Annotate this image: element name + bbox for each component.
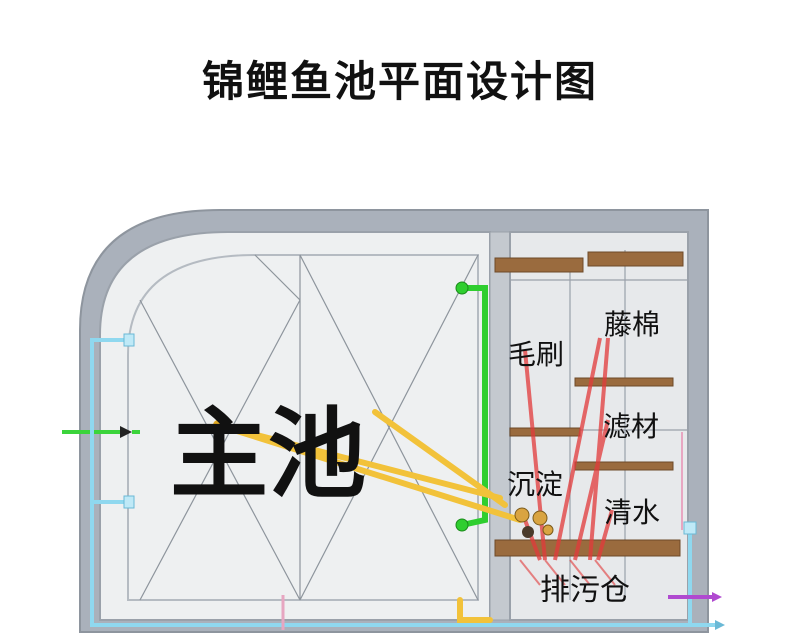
inlet-pipe-fitting-top [455, 281, 469, 295]
sponge-label: 藤棉 [604, 308, 660, 341]
valve-cluster [514, 507, 554, 538]
page-title: 锦鲤鱼池平面设计图 [201, 57, 598, 106]
bottom-drain-pipes [215, 409, 523, 623]
media-label: 滤材 [603, 410, 659, 443]
pipe-fitting-left-mid [123, 495, 135, 509]
outlet-arrow [668, 592, 722, 602]
pipe-fitting-right [683, 521, 697, 535]
clear-water-label: 清水 [604, 496, 660, 529]
settling-label: 沉淀 [507, 468, 563, 501]
drain-bay-label: 排污仓 [540, 573, 630, 608]
main-pool-panel-lines [139, 254, 479, 601]
brush-label: 毛刷 [508, 338, 564, 371]
divider-wall [489, 231, 511, 621]
drain-outlet-arrow [690, 620, 725, 630]
bottom-drain-main [213, 420, 223, 430]
inlet-pipe-fitting-bottom [455, 518, 469, 532]
filter-shelves [494, 251, 684, 557]
main-pool-floor [99, 231, 491, 621]
pipe-fitting-left-top [123, 333, 135, 347]
main-pool-label: 主池 [170, 398, 366, 512]
drain-bay-hatching [519, 559, 616, 586]
inlet-pipe [459, 285, 488, 528]
